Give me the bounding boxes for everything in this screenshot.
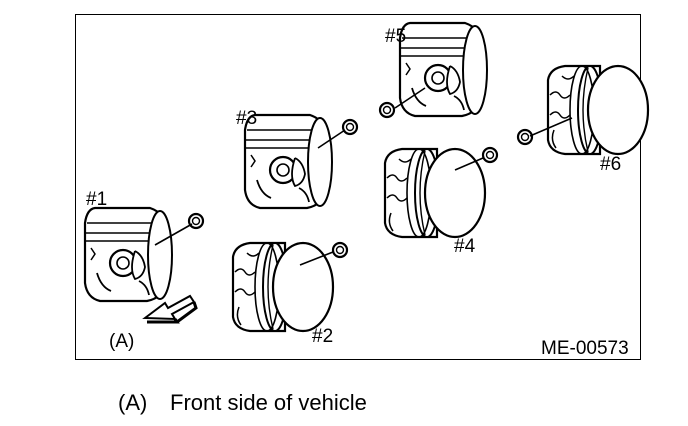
legend-key: (A) <box>118 390 148 415</box>
legend-text: Front side of vehicle <box>170 390 367 415</box>
piston-4-pin-axis <box>454 157 484 171</box>
piston-6-pin-axis <box>529 117 573 137</box>
piston-2-label: #2 <box>312 326 334 347</box>
piston-5-circlip-icon <box>378 101 396 119</box>
piston-3-label: #3 <box>236 108 258 129</box>
piston-6-label: #6 <box>600 154 622 175</box>
figure-id: ME-00573 <box>541 338 629 359</box>
piston-4-circlip-icon <box>481 146 499 164</box>
piston-1-pin-axis <box>154 223 193 246</box>
piston-3-pin-axis <box>317 129 346 149</box>
piston-6-icon <box>546 64 650 156</box>
piston-5-icon <box>398 21 489 118</box>
piston-4-label: #4 <box>454 236 476 257</box>
legend: (A) Front side of vehicle <box>118 392 367 414</box>
piston-3-icon <box>243 113 334 210</box>
piston-2-icon <box>231 241 335 333</box>
piston-5-label: #5 <box>385 26 407 47</box>
piston-1-label: #1 <box>86 189 108 210</box>
piston-2-circlip-icon <box>331 241 349 259</box>
diagram-frame <box>75 14 641 360</box>
piston-6-circlip-icon <box>516 128 534 146</box>
piston-2-pin-axis <box>299 251 334 266</box>
front-arrow-icon <box>142 294 198 324</box>
arrow-label: (A) <box>109 331 135 352</box>
piston-1-icon <box>83 206 174 303</box>
piston-4-icon <box>383 147 487 239</box>
piston-3-circlip-icon <box>341 118 359 136</box>
piston-1-circlip-icon <box>187 212 205 230</box>
piston-5-pin-axis <box>394 87 426 109</box>
